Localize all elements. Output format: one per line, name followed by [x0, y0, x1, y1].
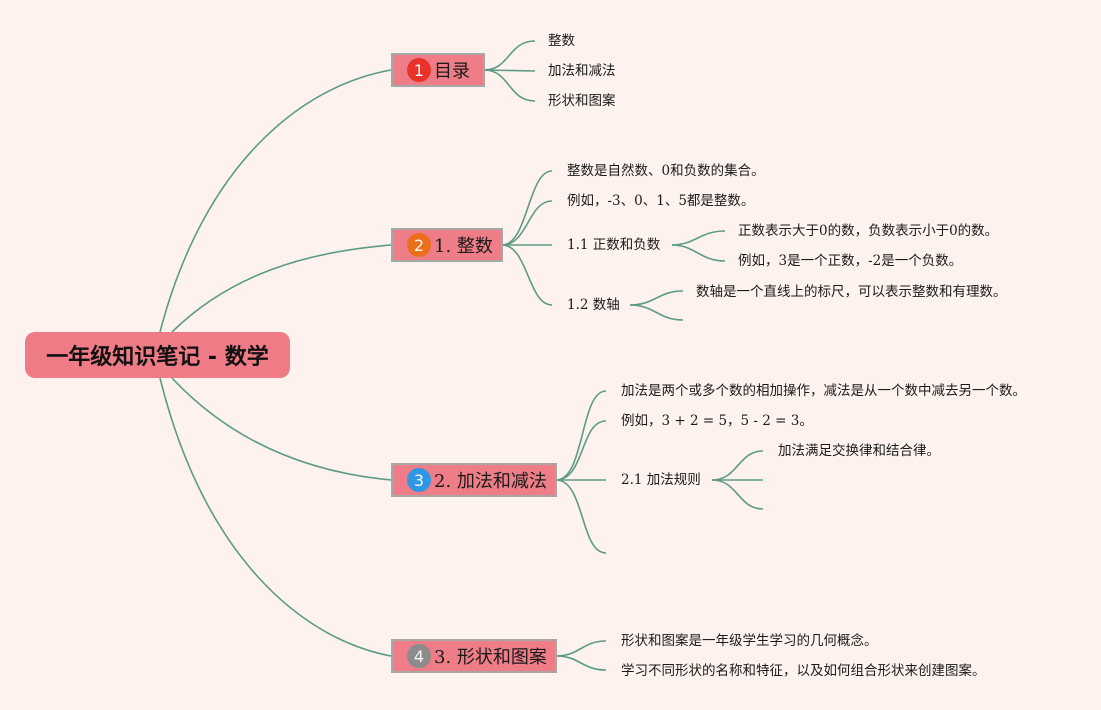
connector-shape-1: [555, 640, 607, 657]
connector-toc-1: [483, 40, 536, 71]
number-4-icon: 4: [407, 644, 431, 668]
connector-int-2: [501, 200, 553, 246]
shapes-learning[interactable]: 学习不同形状的名称和特征，以及如何组合形状来创建图案。: [621, 663, 986, 679]
addsub-sub-addition-rules[interactable]: 2.1 加法规则: [621, 472, 701, 488]
addition-rules-definition[interactable]: 加法满足交换律和结合律。: [778, 443, 940, 459]
connector-int-1: [501, 170, 553, 246]
number-line-definition[interactable]: 数轴是一个直线上的标尺，可以表示整数和有理数。: [696, 284, 1007, 300]
connector-add-4: [555, 479, 607, 554]
connector-int-sub1-1: [671, 230, 726, 246]
toc-item-integers[interactable]: 整数: [548, 33, 575, 49]
connector-toc-3: [483, 69, 536, 102]
integers-sub-number-line[interactable]: 1.2 数轴: [567, 297, 620, 313]
number-2-icon: 2: [407, 233, 431, 257]
connector-add-sub1-1: [711, 450, 764, 481]
number-3-icon: 3: [407, 468, 431, 492]
connector-int-sub2-1: [629, 290, 684, 306]
connector-int-4: [501, 244, 553, 306]
root-topic-title: 一年级知识笔记 - 数学: [46, 345, 269, 370]
connector-toc-2: [483, 69, 536, 72]
connector-int-sub1-2: [671, 244, 726, 262]
integers-sub-positive-negative[interactable]: 1.1 正数和负数: [567, 237, 661, 253]
topic-integers-label: 1. 整数: [434, 236, 493, 257]
connector-root-shapes: [159, 377, 392, 657]
toc-item-addsub[interactable]: 加法和减法: [548, 63, 616, 79]
connector-root-addsub: [171, 377, 392, 481]
connector-root-toc: [159, 69, 392, 333]
topic-toc-label: 目录: [434, 61, 470, 82]
topic-integers[interactable]: 2 1. 整数: [391, 228, 503, 262]
positive-negative-example[interactable]: 例如，3是一个正数，-2是一个负数。: [738, 253, 963, 269]
connector-add-2: [555, 420, 607, 481]
topic-shapes-patterns[interactable]: 4 3. 形状和图案: [391, 639, 557, 673]
integers-definition[interactable]: 整数是自然数、0和负数的集合。: [567, 163, 765, 179]
topic-addition-subtraction[interactable]: 3 2. 加法和减法: [391, 463, 557, 497]
shapes-definition[interactable]: 形状和图案是一年级学生学习的几何概念。: [621, 633, 878, 649]
connector-add-sub1-3: [711, 479, 764, 510]
addsub-example[interactable]: 例如，3 + 2 = 5，5 - 2 = 3。: [621, 413, 813, 429]
number-1-icon: 1: [407, 58, 431, 82]
toc-item-shapes[interactable]: 形状和图案: [548, 93, 616, 109]
connector-add-1: [555, 390, 607, 481]
topic-toc[interactable]: 1 目录: [391, 53, 485, 87]
connector-shape-2: [555, 655, 607, 671]
topic-addsub-label: 2. 加法和减法: [434, 471, 547, 492]
root-topic[interactable]: 一年级知识笔记 - 数学: [25, 332, 290, 378]
addsub-definition[interactable]: 加法是两个或多个数的相加操作，减法是从一个数中减去另一个数。: [621, 383, 1026, 399]
connector-int-sub2-2: [629, 304, 684, 321]
integers-example[interactable]: 例如，-3、0、1、5都是整数。: [567, 193, 755, 209]
positive-negative-definition[interactable]: 正数表示大于0的数，负数表示小于0的数。: [738, 223, 999, 239]
topic-shapes-label: 3. 形状和图案: [434, 647, 547, 668]
connector-root-integers: [171, 244, 392, 333]
